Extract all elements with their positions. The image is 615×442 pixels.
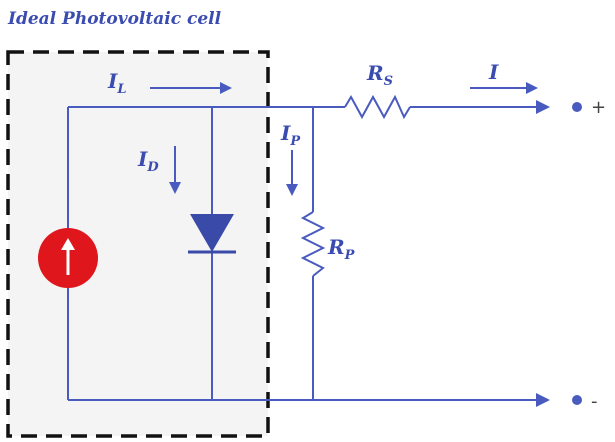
positive-output-arrow <box>536 100 550 114</box>
circuit-wires <box>67 106 540 401</box>
i-arrow <box>470 82 538 94</box>
positive-terminal-dot <box>572 102 582 112</box>
ip-label: IP <box>280 121 301 149</box>
series-resistor-icon <box>344 94 411 120</box>
negative-terminal-sign: - <box>591 391 598 412</box>
diagram-title: Ideal Photovoltaic cell <box>7 9 222 29</box>
il-arrow <box>150 82 232 94</box>
id-arrow <box>169 146 181 194</box>
diode-icon <box>188 214 236 254</box>
shunt-resistor-icon <box>300 211 326 277</box>
ip-arrow <box>286 150 298 196</box>
il-label: IL <box>107 69 127 97</box>
positive-terminal-sign: + <box>591 97 606 118</box>
id-label: ID <box>137 147 159 175</box>
i-label: I <box>488 60 499 84</box>
negative-terminal-dot <box>572 395 582 405</box>
rp-label: RP <box>327 235 356 263</box>
current-source-icon <box>38 228 98 288</box>
rs-label: RS <box>366 61 393 89</box>
negative-output-arrow <box>536 393 550 407</box>
